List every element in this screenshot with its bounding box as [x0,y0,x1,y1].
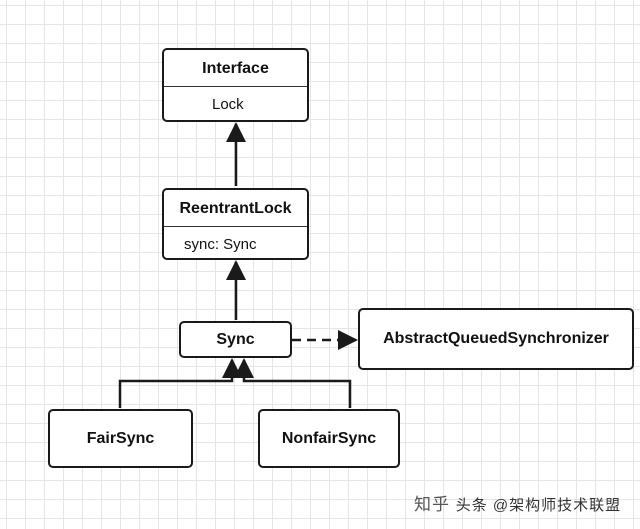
watermark: 知乎 头条 @架构师技术联盟 [414,490,621,515]
sync-box: Sync [179,321,292,358]
fairsync-box: FairSync [48,409,193,468]
reentrantlock-separator [164,226,307,227]
nonfairsync-inherit-line [234,358,352,408]
interface-separator [164,86,307,87]
reentrantlock-member: sync: Sync [184,236,257,253]
nonfairsync-title: NonfairSync [281,429,377,447]
aqs-box: AbstractQueuedSynchronizer [358,308,634,370]
sync-title: Sync [216,330,255,348]
fairsync-inherit-line [118,358,242,408]
reentrantlock-box: ReentrantLock sync: Sync [162,188,309,260]
interface-stereotype: Interface [202,60,269,77]
reentrantlock-title: ReentrantLock [179,200,292,217]
aqs-title: AbstractQueuedSynchronizer [383,330,609,347]
interface-member: Lock [212,96,244,113]
interface-lock-box: Interface Lock [162,48,309,122]
watermark-text: 头条 @架构师技术联盟 [455,497,622,514]
fairsync-title: FairSync [86,429,155,447]
nonfairsync-box: NonfairSync [258,409,400,468]
watermark-site: 知乎 [414,495,450,514]
